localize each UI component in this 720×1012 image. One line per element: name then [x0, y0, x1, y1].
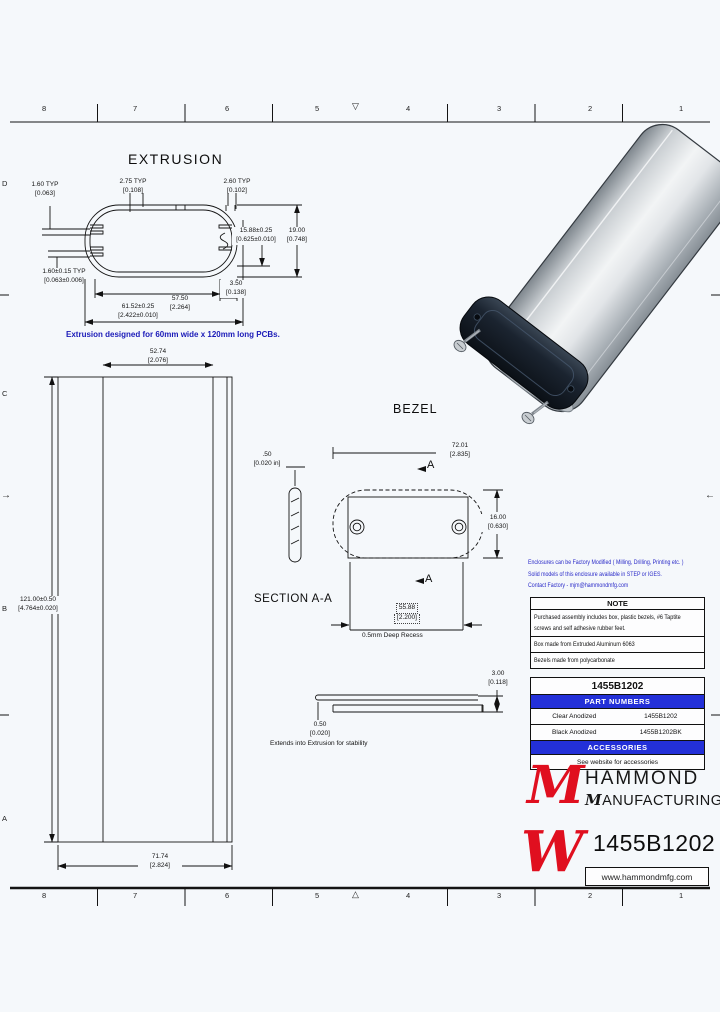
dim-15-88: 15.88±0.25[0.625±0.010]: [232, 227, 280, 245]
ruler-bottom-8: 8: [42, 891, 47, 900]
accessories-band: ACCESSORIES: [531, 741, 704, 755]
ruler-top-2: 2: [588, 104, 593, 113]
bezel-view-title: BEZEL: [393, 402, 438, 416]
ruler-bottom-4: 4: [406, 891, 411, 900]
section-marker-a-top: A: [427, 459, 435, 471]
factory-note: Enclosures can be Factory Modified ( Mil…: [528, 557, 712, 592]
note-table-header: NOTE: [531, 598, 704, 610]
screw-2: [521, 400, 549, 425]
zone-letter-d: D: [2, 179, 8, 188]
section-aa: [331, 562, 482, 631]
zone-letter-b: B: [2, 604, 8, 613]
accessories-note: See website for accessories: [577, 759, 658, 766]
ruler-bottom-5: 5: [315, 891, 320, 900]
ruler-top-3: 3: [497, 104, 502, 113]
website-url: www.hammondmfg.com: [601, 871, 693, 882]
bezel-3d: [459, 296, 589, 410]
center-arrow-right: ←: [705, 490, 715, 501]
dim-3-00: 3.00[0.118]: [488, 670, 508, 686]
extrusion-section: [42, 193, 302, 326]
side-view: [44, 362, 233, 870]
ruler-top-8: 8: [42, 104, 47, 113]
enclosure-3d-render: [453, 123, 720, 425]
factory-note-line2: Solid models of this enclosure available…: [528, 570, 662, 578]
dim-19-00: 19.00[0.748]: [280, 227, 314, 245]
website-box: www.hammondmfg.com: [585, 867, 709, 886]
sheet-frame: [0, 104, 720, 906]
dim-57-50: 57.50[2.264]: [158, 295, 202, 313]
brand-name-hammond: HAMMOND: [585, 768, 700, 789]
zone-letter-a: A: [2, 814, 8, 823]
dim-0-50: 0.50[0.020]: [310, 721, 330, 737]
hammond-logo-w-mark: W: [521, 819, 584, 885]
center-marker-top: ▽: [352, 101, 359, 111]
factory-note-line1: Enclosures can be Factory Modified ( Mil…: [528, 559, 684, 566]
dim-61-52: 61.52±0.25[2.422±0.010]: [110, 303, 166, 321]
bezel-view: [286, 447, 503, 584]
center-arrow-left: →: [1, 490, 11, 501]
screw-1: [453, 328, 481, 353]
note-table: NOTE Purchased assembly includes box, pl…: [530, 597, 705, 669]
pcb-design-note: Extrusion designed for 60mm wide x 120mm…: [66, 330, 280, 339]
dim-52-74: 52.74[2.076]: [148, 348, 168, 364]
dim-71-74: 71.74[2.824]: [138, 853, 182, 871]
ruler-top-1: 1: [679, 104, 684, 113]
center-marker-bottom: △: [352, 889, 359, 899]
part-numbers-band: PART NUMBERS: [531, 695, 704, 709]
extrusion-view-title: EXTRUSION: [128, 151, 224, 167]
note-table-row-assembly: Purchased assembly includes box, plastic…: [531, 610, 704, 637]
note-table-row-bezels: Bezels made from polycarbonate: [534, 657, 615, 664]
ruler-bottom-1: 1: [679, 891, 684, 900]
dim-72-01: 72.01[2.835]: [436, 442, 484, 460]
dim-bezel-thickness: .50[0.020 in]: [253, 451, 281, 467]
dim-16-00: 16.00[0.630]: [479, 514, 517, 532]
ruler-top-4: 4: [406, 104, 411, 113]
dim-1-60-tol-typ: 1.60±0.15 TYP[0.063±0.006]: [42, 268, 86, 284]
recess-note: 0.5mm Deep Recess: [362, 632, 423, 639]
factory-note-line3: Contact Factory - mjm@hammondmfg.com: [528, 582, 629, 589]
ruler-top-6: 6: [225, 104, 230, 113]
dim-121-00: 121.00±0.50[4.764±0.020]: [8, 596, 68, 614]
title-block-part-number: 1455B1202: [593, 830, 716, 856]
zone-letter-c: C: [2, 389, 8, 398]
section-marker-a-bottom: A: [425, 573, 433, 585]
stability-note: Extends into Extrusion for stability: [270, 740, 368, 747]
ruler-bottom-3: 3: [497, 891, 502, 900]
bezel-side: [315, 690, 503, 720]
ruler-bottom-7: 7: [133, 891, 138, 900]
ruler-top-7: 7: [133, 104, 138, 113]
section-view-title: SECTION A-A: [254, 593, 333, 605]
dim-55-88-reference: 55.88[2.200]: [386, 603, 428, 624]
hammond-logo-m-mark: M: [527, 755, 585, 816]
part-number-title: 1455B1202: [531, 678, 704, 695]
ruler-top-5: 5: [315, 104, 320, 113]
dim-3-50: 3.50[0.138]: [220, 280, 252, 298]
dim-1-60-typ: 1.60 TYP[0.063]: [31, 181, 59, 197]
brand-name-manufacturing: MANUFACTURINGTM: [585, 791, 720, 809]
ruler-bottom-6: 6: [225, 891, 230, 900]
note-table-row-box: Box made from Extruded Aluminum 6063: [531, 637, 704, 653]
ruler-bottom-2: 2: [588, 891, 593, 900]
dim-2-60-typ: 2.60 TYP[0.102]: [223, 178, 251, 194]
dim-2-75-typ: 2.75 TYP[0.108]: [119, 178, 147, 194]
